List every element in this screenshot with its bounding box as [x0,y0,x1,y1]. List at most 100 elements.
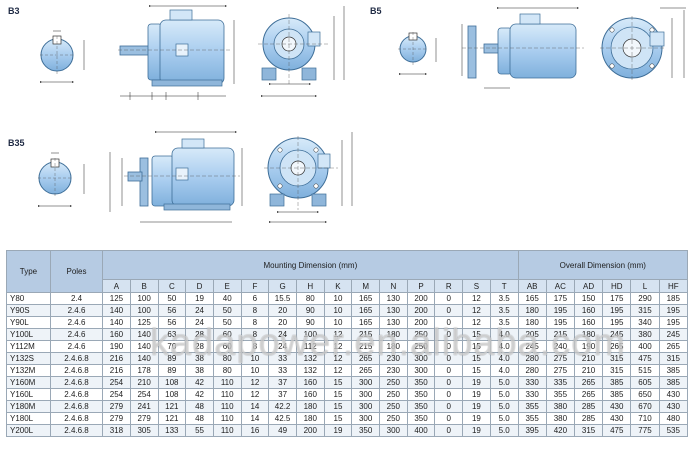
dimension-cell: 121 [157,400,187,413]
dimension-cell: 300 [406,352,436,365]
dimension-cell: 160 [295,388,325,401]
dimension-cell: 5.0 [489,388,519,401]
poles-cell: 2.4 [49,292,104,305]
dimension-cell: 140 [102,304,131,317]
dimension-cell: 48 [185,400,214,413]
dimension-cell: 330 [517,376,547,389]
poles-cell: 2.4.6 [49,328,104,341]
dimension-cell: 10 [323,304,353,317]
dimension-cell: 19 [462,400,491,413]
motor-type-cell: Y180L [6,412,51,425]
dimension-cell: 28 [185,340,214,353]
dimension-cell: 5.0 [489,424,519,437]
dimension-cell: 19 [462,376,491,389]
dimension-cell: 8 [240,328,270,341]
dimension-cell: 279 [129,412,159,425]
dimension-cell: 0 [434,400,464,413]
dimension-cell: 50 [157,292,187,305]
dimension-cell: 38 [185,364,214,377]
dimension-cell: 165 [351,316,380,329]
column-header: M [351,279,380,293]
dimension-cell: 3.5 [489,316,519,329]
dimension-cell: 130 [379,304,408,317]
column-header: H [295,279,325,293]
dimension-cell: 315 [630,304,660,317]
poles-header: Poles [49,250,104,293]
mounting-dimension-header: Mounting Dimension (mm) [102,250,519,280]
dimension-cell: 125 [129,316,159,329]
dimension-cell: 300 [351,376,380,389]
dimension-cell: 180 [517,316,547,329]
dimension-cell: 254 [102,376,131,389]
dimension-cell: 430 [602,400,632,413]
dimension-cell: 515 [630,364,660,377]
dimension-cell: 285 [573,400,604,413]
dimension-cell: 110 [212,376,242,389]
poles-cell: 2.4.6 [49,340,104,353]
dimension-cell: 160 [573,304,604,317]
dimension-cell: 250 [379,376,408,389]
dimension-cell: 121 [157,412,187,425]
motor-type-cell: Y80 [6,292,51,305]
dimension-cell: 195 [602,304,632,317]
dimension-cell: 33 [268,352,297,365]
section-label-b35: B35 [8,138,25,148]
dimension-cell: 265 [351,364,380,377]
column-header: P [406,279,436,293]
dimension-cell: 55 [185,424,214,437]
dimension-cell: 195 [545,304,575,317]
b3-side-view [118,5,235,100]
dimension-cell: 180 [295,400,325,413]
dimension-cell: 250 [406,340,436,353]
dimension-cell: 216 [102,352,131,365]
dimension-cell: 245 [517,340,547,353]
dimension-cell: 710 [630,412,660,425]
dimension-cell: 110 [212,412,242,425]
dimension-cell: 0 [434,364,464,377]
dimension-cell: 0 [434,388,464,401]
dimension-cell: 3.5 [489,304,519,317]
dimension-cell: 215 [351,340,380,353]
column-header: B [129,279,159,293]
dimension-cell: 49 [268,424,297,437]
dimension-cell: 200 [406,292,436,305]
dimension-cell: 20 [268,304,297,317]
dimension-cell: 165 [351,304,380,317]
column-header: AC [545,279,575,293]
dimension-cell: 15 [323,388,353,401]
motor-type-cell: Y100L [6,328,51,341]
dimension-cell: 315 [602,364,632,377]
dimension-cell: 385 [658,364,689,377]
dimension-cell: 3.5 [489,292,519,305]
dimension-cell: 285 [573,412,604,425]
dimension-cell: 90 [295,316,325,329]
dimension-cell: 180 [295,412,325,425]
dimension-cell: 15 [462,352,491,365]
dimension-cell: 125 [102,292,131,305]
dimension-cell: 250 [406,328,436,341]
dimension-cell: 265 [602,340,632,353]
dimension-cell: 480 [658,412,689,425]
poles-cell: 2.4.6.8 [49,376,104,389]
dimension-cell: 318 [102,424,131,437]
dimension-cell: 300 [379,424,408,437]
column-header: K [323,279,353,293]
dimension-cell: 4.0 [489,352,519,365]
dimension-cell: 16 [240,424,270,437]
dimension-cell: 210 [573,364,604,377]
dimension-cell: 80 [295,292,325,305]
dimension-cell: 38 [185,352,214,365]
dimension-cell: 24 [268,328,297,341]
dimension-cell: 380 [630,328,660,341]
dimension-cell: 300 [406,364,436,377]
dimension-cell: 19 [462,412,491,425]
dimension-cell: 775 [630,424,660,437]
dimension-cell: 8 [240,340,270,353]
dimension-cell: 15 [462,328,491,341]
dimension-cell: 15.5 [268,292,297,305]
dimension-cell: 0 [434,304,464,317]
dimension-cell: 80 [212,352,242,365]
